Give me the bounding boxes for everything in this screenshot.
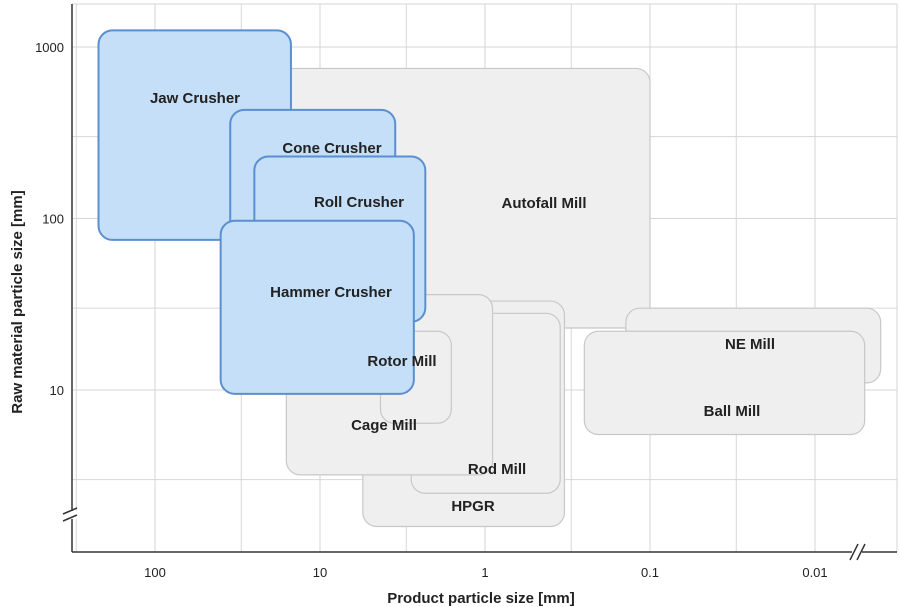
y-tick-label: 10 bbox=[50, 383, 64, 398]
x-break-mark bbox=[856, 543, 866, 561]
label-roll-crusher: Roll Crusher bbox=[314, 194, 404, 211]
y-break-mark bbox=[62, 507, 78, 515]
x-axis-title: Product particle size [mm] bbox=[387, 590, 575, 607]
x-tick-label: 1 bbox=[481, 565, 488, 580]
y-break-mark bbox=[62, 514, 78, 522]
box-hammer-crusher bbox=[219, 219, 415, 395]
label-ne-mill: NE Mill bbox=[725, 336, 775, 353]
y-axis-title: Raw material particle size [mm] bbox=[9, 190, 26, 413]
label-rotor-mill: Rotor Mill bbox=[367, 353, 436, 370]
x-tick-label: 100 bbox=[144, 565, 166, 580]
label-jaw-crusher: Jaw Crusher bbox=[150, 90, 240, 107]
label-hpgr: HPGR bbox=[451, 498, 495, 515]
axes bbox=[62, 4, 897, 561]
label-ball-mill: Ball Mill bbox=[704, 403, 761, 420]
x-break-gap bbox=[852, 546, 862, 558]
x-break-mark bbox=[849, 543, 859, 561]
range-boxes bbox=[97, 29, 882, 528]
label-rod-mill: Rod Mill bbox=[468, 461, 526, 478]
x-tick-label: 10 bbox=[313, 565, 327, 580]
x-tick-label: 0.1 bbox=[641, 565, 659, 580]
label-hammer-crusher: Hammer Crusher bbox=[270, 284, 392, 301]
tick-labels: 100 10 1 0.1 0.01 1000 100 10 bbox=[35, 40, 828, 580]
x-tick-label: 0.01 bbox=[802, 565, 827, 580]
y-tick-label: 1000 bbox=[35, 40, 64, 55]
y-break-gap bbox=[64, 511, 80, 519]
label-cone-crusher: Cone Crusher bbox=[282, 140, 381, 157]
label-autofall-mill: Autofall Mill bbox=[502, 195, 587, 212]
y-tick-label: 100 bbox=[42, 212, 64, 227]
label-cage-mill: Cage Mill bbox=[351, 417, 417, 434]
box-ball-mill bbox=[583, 330, 866, 436]
